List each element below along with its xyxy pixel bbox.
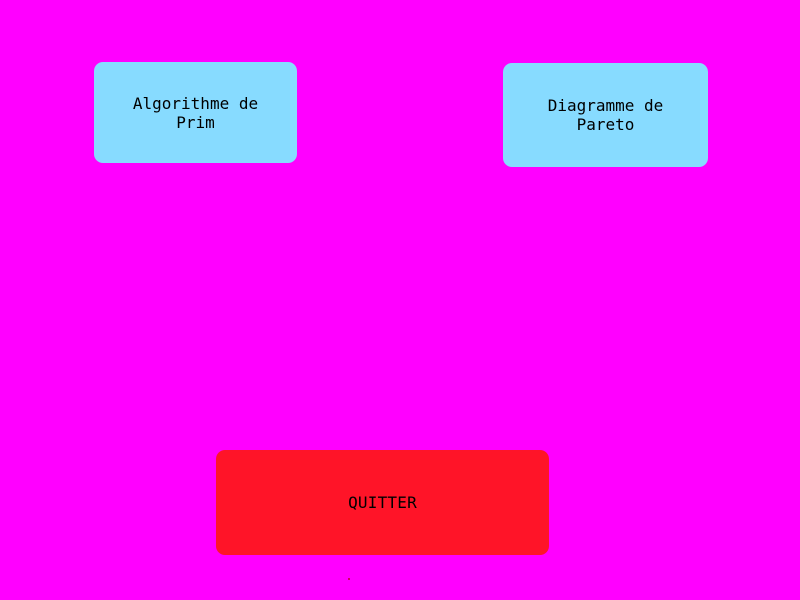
mouse-cursor-marker <box>348 578 350 580</box>
quit-button-label: QUITTER <box>348 493 417 512</box>
prim-algorithm-button-label: Algorithme de Prim <box>132 93 259 132</box>
pareto-diagram-button-label: Diagramme de Pareto <box>547 96 664 134</box>
pareto-diagram-button[interactable]: Diagramme de Pareto <box>503 63 708 167</box>
prim-algorithm-button[interactable]: Algorithme de Prim <box>94 62 297 163</box>
quit-button[interactable]: QUITTER <box>216 450 549 555</box>
